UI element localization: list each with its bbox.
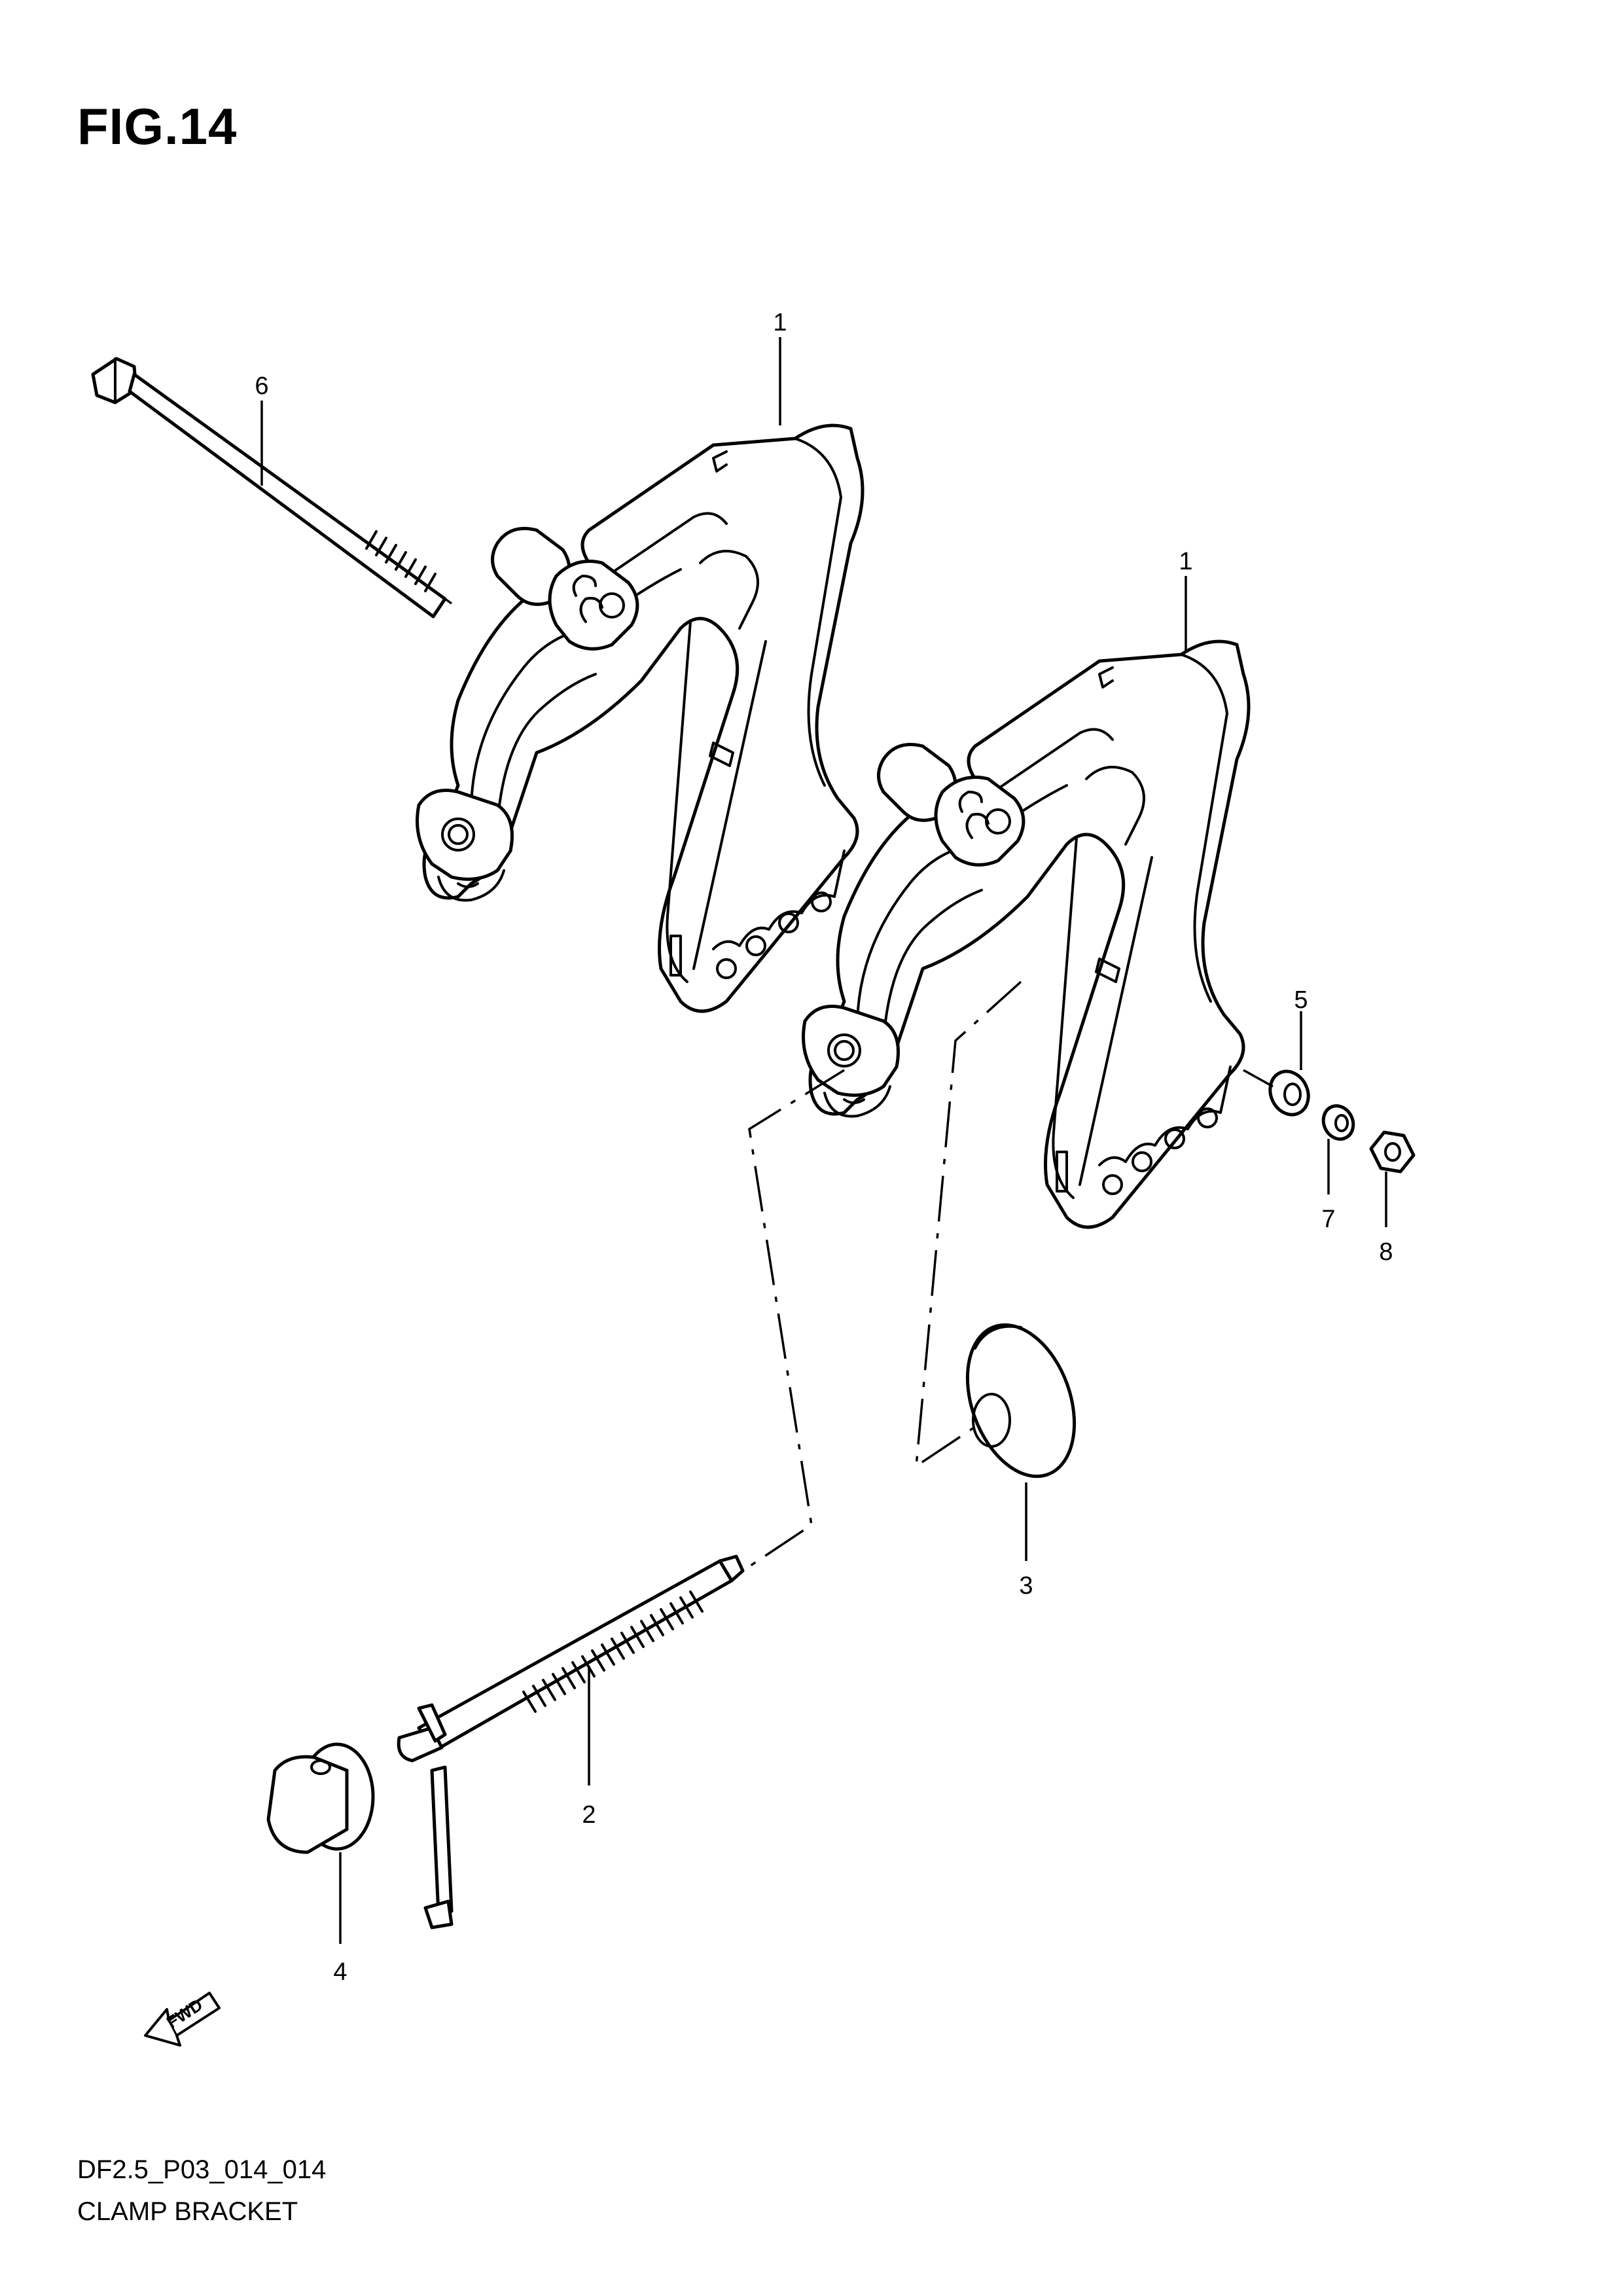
callout-1-lower: 1 xyxy=(1179,548,1192,575)
callout-5: 5 xyxy=(1294,986,1308,1014)
assembly-line-pad xyxy=(914,980,1022,1469)
callout-8: 8 xyxy=(1379,1238,1393,1266)
spring-washer xyxy=(1321,1104,1355,1141)
pad-cap xyxy=(266,1742,375,1854)
callout-1-upper: 1 xyxy=(773,309,787,336)
figure-name: CLAMP BRACKET xyxy=(77,2197,298,2226)
figure-code: DF2.5_P03_014_014 xyxy=(77,2155,327,2184)
callout-3: 3 xyxy=(1019,1572,1033,1600)
assembly-line-hardware xyxy=(1243,1069,1274,1088)
clamp-pad xyxy=(965,1323,1077,1479)
assembly-line-bolt xyxy=(444,598,453,605)
assembly-line-screw xyxy=(742,1069,845,1572)
washer xyxy=(1268,1069,1310,1117)
figure-caption: DF2.5_P03_014_014 CLAMP BRACKET xyxy=(77,2149,326,2233)
figure-title: FIG.14 xyxy=(77,98,238,155)
clamp-bracket-lower xyxy=(804,641,1249,1227)
clamp-screw xyxy=(397,1554,745,1929)
fwd-arrow-icon: FWD xyxy=(144,1992,221,2047)
clamp-bracket-upper xyxy=(418,425,863,1011)
callout-2: 2 xyxy=(582,1801,596,1829)
callout-4: 4 xyxy=(333,1958,347,1986)
callout-7: 7 xyxy=(1321,1206,1335,1233)
callout-6: 6 xyxy=(255,372,268,400)
nut xyxy=(1369,1130,1416,1174)
through-bolt xyxy=(91,357,447,619)
